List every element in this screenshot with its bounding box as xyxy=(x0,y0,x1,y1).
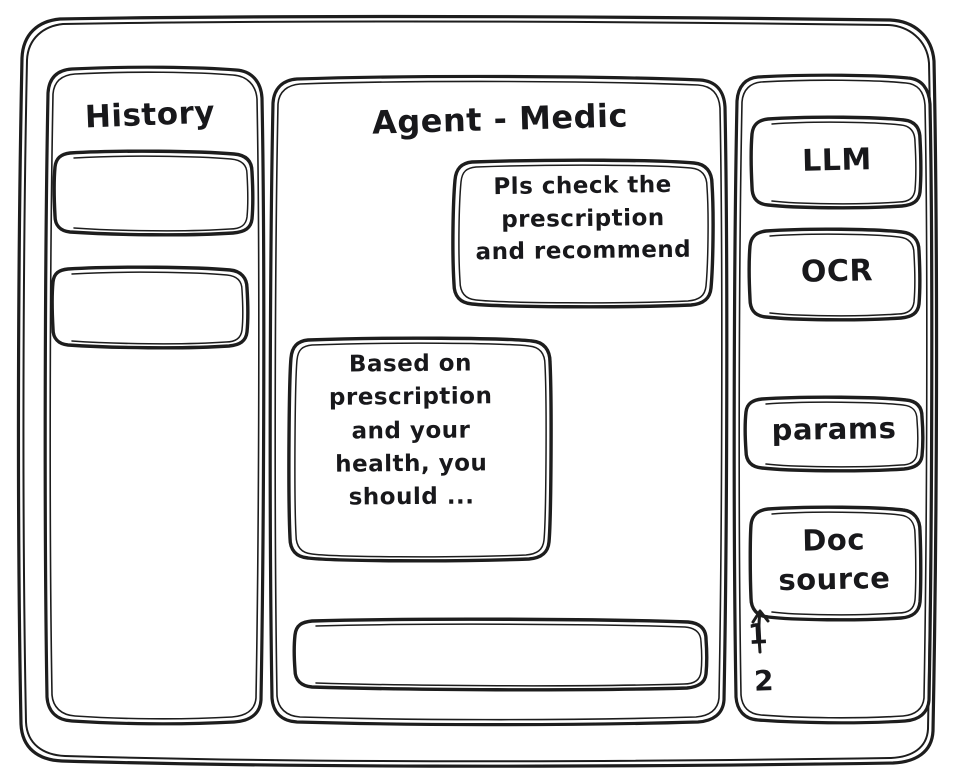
composer-input-outline xyxy=(292,617,709,692)
tool-card-llm-outline xyxy=(749,115,923,210)
tool-card-docsource-outline xyxy=(748,505,923,622)
history-item-1[interactable] xyxy=(54,152,253,234)
app-window-frame xyxy=(16,14,939,768)
tool-card-doc-source[interactable] xyxy=(750,508,921,619)
tool-card-ocr-outline xyxy=(747,227,922,322)
history-item-2[interactable] xyxy=(52,268,248,347)
assistant-message-bubble xyxy=(289,339,551,560)
tool-card-llm[interactable] xyxy=(751,118,921,207)
history-panel-outline xyxy=(43,65,266,726)
user-message-bubble xyxy=(453,161,713,306)
doc-source-list-connector xyxy=(751,609,770,654)
tool-card-ocr[interactable] xyxy=(749,230,920,319)
user-message-bubble-outline xyxy=(451,158,715,309)
tools-panel-outline xyxy=(732,73,934,725)
tool-card-params-outline xyxy=(743,395,925,473)
history-item-2-outline xyxy=(50,265,250,350)
history-item-1-outline xyxy=(52,149,255,237)
composer-input[interactable] xyxy=(294,620,707,689)
assistant-message-bubble-outline xyxy=(287,336,553,563)
agent-panel-outline xyxy=(268,74,729,727)
tool-card-params[interactable] xyxy=(745,398,923,470)
